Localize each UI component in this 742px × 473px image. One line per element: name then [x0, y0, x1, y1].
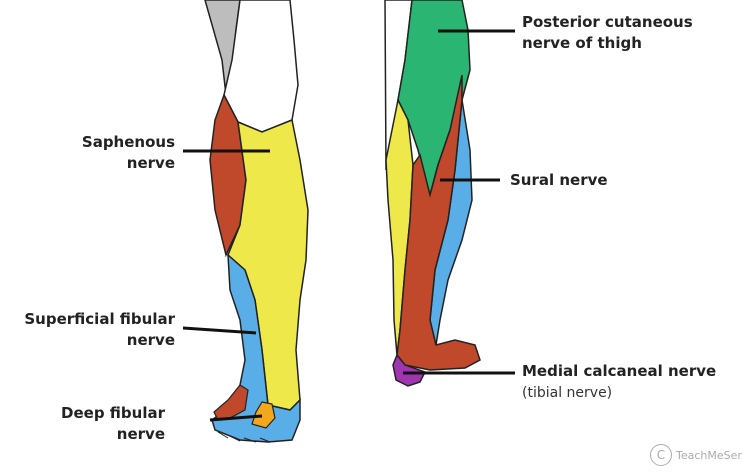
pointer-lines — [182, 29, 515, 422]
saphenous-label-line2: nerve — [126, 154, 175, 172]
superficial-fibular-label-line1: Superficial fibular — [24, 310, 175, 328]
anterior-deep-fibular-area — [251, 401, 276, 429]
watermark: C TeachMeSeri — [650, 444, 742, 466]
medial-calcaneal-label: Medial calcaneal nerve — [522, 361, 716, 382]
posterior-medial-calcaneal-area — [392, 353, 427, 387]
superficial-fibular-pointer — [182, 326, 257, 335]
copyright-icon: C — [650, 444, 672, 466]
saphenous-label-line1: Saphenous — [81, 133, 175, 151]
posterior-red-area — [396, 74, 481, 371]
posterior-leg — [384, 0, 481, 387]
deep-fibular-pointer — [209, 414, 263, 422]
anterior-leg — [204, 0, 309, 443]
sural-label: Sural nerve — [510, 170, 608, 191]
superficial-fibular-label-line2: nerve — [126, 331, 175, 349]
sural-label-text: Sural nerve — [510, 171, 608, 189]
medial-calcaneal-label-line1: Medial calcaneal nerve — [522, 362, 717, 380]
superficial-fibular-label: Superficial fibular nerve — [10, 309, 175, 351]
anterior-toes-outline — [217, 431, 271, 443]
posterior-cutaneous-label-line1: Posterior cutaneous — [522, 13, 693, 31]
medial-calcaneal-sublabel: (tibial nerve) — [522, 385, 613, 401]
deep-fibular-label-line2: nerve — [116, 425, 165, 443]
watermark-text: TeachMeSeri — [676, 448, 742, 462]
deep-fibular-label-line1: Deep fibular — [61, 404, 165, 422]
saphenous-label: Saphenous nerve — [72, 132, 175, 174]
posterior-cutaneous-label: Posterior cutaneous nerve of thigh — [522, 12, 693, 54]
deep-fibular-label: Deep fibular nerve — [40, 403, 165, 445]
posterior-cutaneous-label-line2: nerve of thigh — [522, 34, 642, 52]
